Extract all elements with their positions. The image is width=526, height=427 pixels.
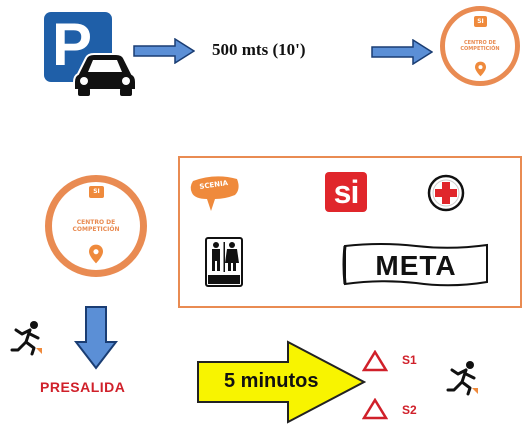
si-logo (325, 172, 367, 212)
speech-bubble-icon (190, 176, 239, 211)
competition-center-label: CENTRO DE COMPETICIÓN (72, 219, 120, 233)
toilets-icon (205, 237, 243, 287)
arrow-right-icon (133, 38, 195, 64)
runner-icon (10, 321, 42, 356)
start-triangle-icon (362, 398, 388, 420)
runner-icon (446, 361, 478, 396)
competition-center-label: CENTRO DE COMPETICIÓN (460, 40, 500, 52)
car-icon (73, 53, 137, 96)
map-pin-icon (89, 244, 103, 264)
start-triangle-icon (362, 350, 388, 372)
start-2-label: S2 (402, 403, 417, 417)
presalida-label: PRESALIDA (40, 379, 126, 395)
si-label: si (333, 174, 360, 210)
route-distance: 500 mts (10') (212, 40, 306, 59)
competition-logo: SI (474, 16, 487, 27)
arrow-right-icon (371, 39, 433, 65)
arrow-down-icon (74, 306, 118, 370)
start-1-label: S1 (402, 353, 417, 367)
map-pin-icon (475, 61, 486, 77)
arrow-right-icon (197, 340, 366, 424)
finish-banner (342, 243, 488, 287)
services-box (178, 156, 522, 308)
time-label: 5 minutos (224, 370, 319, 392)
competition-logo: SI (89, 186, 104, 198)
finish-label: META (375, 250, 457, 281)
red-cross-icon (427, 174, 465, 212)
